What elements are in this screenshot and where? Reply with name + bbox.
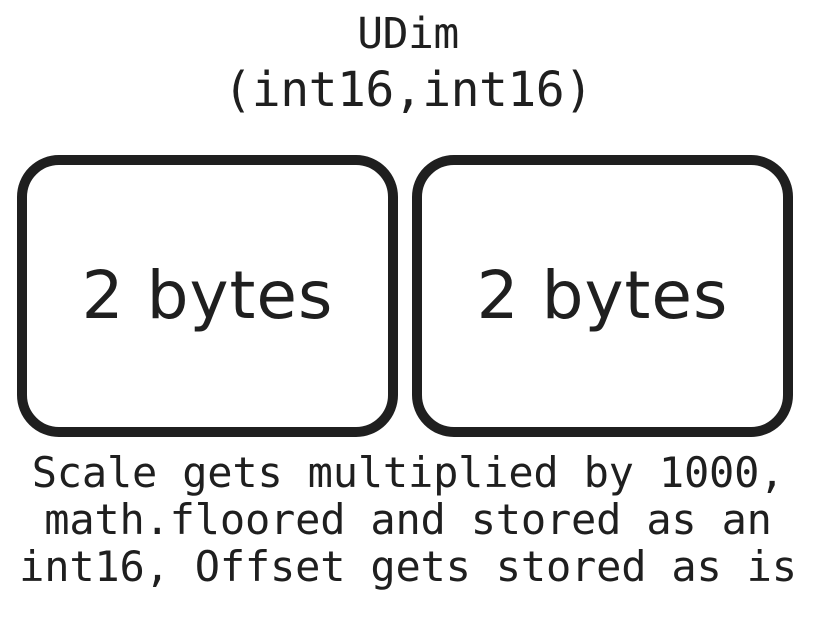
byte-box-scale: 2 bytes xyxy=(17,155,398,437)
byte-box-offset: 2 bytes xyxy=(412,155,793,437)
byte-box-scale-label: 2 bytes xyxy=(81,257,334,334)
type-signature: (int16,int16) xyxy=(223,62,593,118)
byte-layout-row: 2 bytes 2 bytes xyxy=(17,155,793,437)
diagram-header: UDim (int16,int16) xyxy=(0,8,816,120)
caption-line-2: math.floored and stored as an xyxy=(44,495,772,544)
byte-box-offset-label: 2 bytes xyxy=(476,257,729,334)
page-title: UDim xyxy=(357,9,459,59)
caption-line-1: Scale gets multiplied by 1000, xyxy=(31,448,785,497)
diagram-caption: Scale gets multiplied by 1000, math.floo… xyxy=(0,449,816,590)
caption-line-3: int16, Offset gets stored as is xyxy=(19,542,797,591)
